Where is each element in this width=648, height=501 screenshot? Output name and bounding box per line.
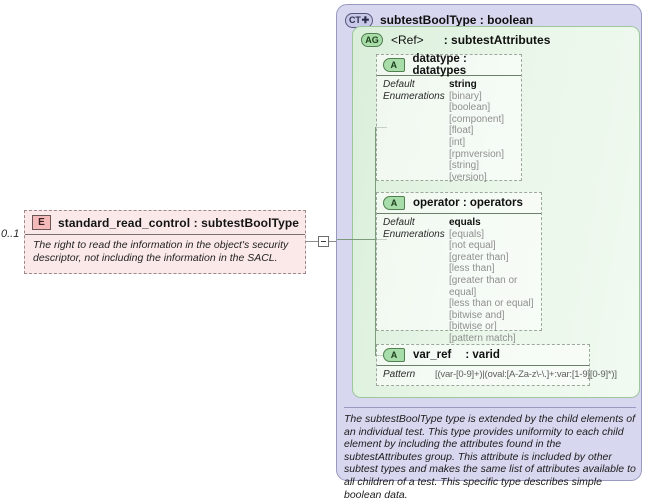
facet-label-group: Default Enumerations	[383, 79, 449, 183]
attribute-facets: Pattern [(var-[0-9]+)|(oval:[A-Za-z\-\.]…	[377, 366, 617, 384]
attributegroup-ref-type: : subtestAttributes	[443, 33, 551, 47]
complextype-badge-label: CT	[349, 15, 361, 25]
attribute-badge-icon: A	[383, 196, 405, 210]
enum-item: [int]	[449, 136, 466, 148]
attributegroup-badge-icon: AG	[361, 33, 383, 47]
complextype-documentation: The subtestBoolType type is extended by …	[344, 407, 636, 501]
enum-item: [version]	[449, 171, 487, 183]
attributegroup-header: AG <Ref> : subtestAttributes	[361, 33, 550, 47]
attribute-title: operator : operators	[413, 197, 523, 209]
facet-pattern-value: [(var-[0-9]+)|(oval:[A-Za-z\-\.]+:var:[1…	[435, 369, 617, 380]
collapse-toggle-icon[interactable]	[318, 236, 329, 247]
facet-default-value: equals	[449, 217, 481, 228]
enum-item: [string]	[449, 160, 480, 172]
attribute-header: A var_ref : varid	[377, 345, 589, 366]
element-documentation: The right to read the information in the…	[33, 239, 289, 264]
attribute-node-operator[interactable]: A operator : operators Default Enumerati…	[376, 192, 542, 344]
enum-item: [component]	[449, 113, 505, 125]
attribute-header: A datatype : datatypes	[377, 53, 521, 77]
attribute-facets: Default Enumerations equals [equals] [no…	[377, 214, 541, 349]
enum-item: [pattern match]	[449, 332, 516, 344]
page-title: standard_read_control : subtestBoolType	[58, 215, 300, 230]
facet-label-enumerations: Enumerations	[383, 228, 445, 240]
attribute-header: A operator : operators	[377, 193, 541, 214]
enum-item: [float]	[449, 125, 474, 137]
facet-label-enumerations: Enumerations	[383, 90, 445, 102]
enum-item: [rpmversion]	[449, 148, 505, 160]
attribute-badge-icon: A	[383, 348, 405, 362]
cardinality-label: 0..1	[1, 228, 20, 240]
enum-item: [bitwise and]	[449, 309, 505, 321]
attribute-node-var-ref[interactable]: A var_ref : varid Pattern [(var-[0-9]+)|…	[376, 344, 617, 386]
attribute-title-type: : varid	[465, 349, 500, 361]
enum-item: [less than]	[449, 263, 495, 275]
enum-item: [greater than or equal]	[449, 274, 518, 298]
complextype-title: subtestBoolType : boolean	[380, 13, 534, 27]
enum-item: [greater than]	[449, 251, 509, 263]
element-badge-icon: E	[32, 215, 51, 230]
facet-label-group: Default Enumerations	[383, 217, 449, 345]
enum-item: [binary]	[449, 90, 482, 102]
connector-line-left	[306, 241, 318, 242]
attributegroup-ref: <Ref> : subtestAttributes	[391, 33, 550, 47]
attribute-badge-icon: A	[383, 58, 405, 72]
attribute-title: datatype : datatypes	[412, 53, 467, 77]
enum-item: [not equal]	[449, 240, 496, 252]
plus-icon[interactable]: ✚	[361, 14, 370, 25]
attribute-facets: Default Enumerations string [binary] [bo…	[377, 76, 521, 187]
enum-item: [boolean]	[449, 102, 491, 114]
attributegroup-ref-label: <Ref>	[391, 33, 424, 47]
facet-value-group: string [binary] [boolean] [component] [f…	[449, 79, 504, 183]
element-header: E standard_read_control : subtestBoolTyp…	[25, 211, 305, 235]
facet-label-default: Default	[383, 79, 415, 90]
tree-entry-line	[337, 239, 375, 240]
enum-item: [equals]	[449, 228, 485, 240]
xsd-diagram-canvas: 0..1 E standard_read_control : subtestBo…	[1, 4, 642, 501]
facet-label-pattern: Pattern	[383, 369, 416, 380]
enum-item: [less than or equal]	[449, 298, 534, 310]
complextype-header: CT ✚ subtestBoolType : boolean	[345, 11, 533, 29]
enum-item: [bitwise or]	[449, 321, 497, 333]
facet-label-default: Default	[383, 217, 415, 228]
facet-default-value: string	[449, 79, 477, 90]
tree-trunk-line	[375, 127, 376, 355]
attribute-title-name: var_ref	[413, 349, 452, 361]
facet-value-group: equals [equals] [not equal] [greater tha…	[449, 217, 541, 345]
element-node-standard-read-control[interactable]: E standard_read_control : subtestBoolTyp…	[24, 210, 306, 274]
attribute-node-datatype[interactable]: A datatype : datatypes Default Enumerati…	[376, 53, 522, 183]
